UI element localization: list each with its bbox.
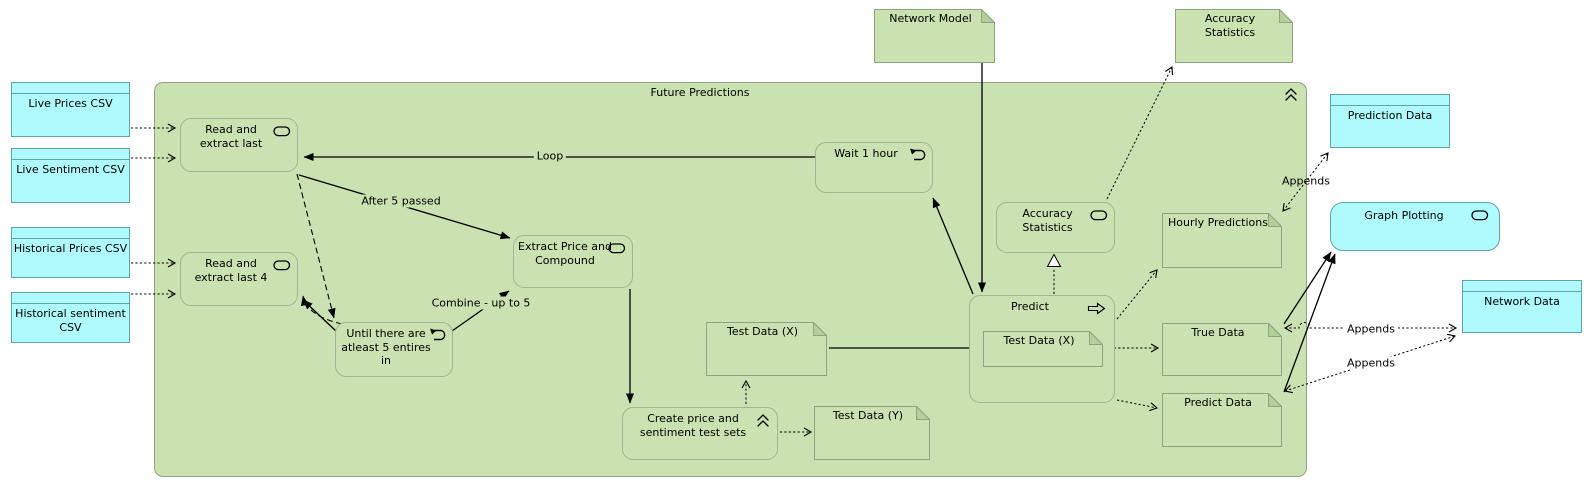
process-label: Extract Price and Compound (518, 240, 612, 267)
oval-icon (273, 126, 291, 137)
object-strip (12, 149, 129, 160)
note-label: Test Data (X) (1003, 334, 1075, 347)
object-strip (12, 228, 129, 239)
object-prediction-data[interactable]: Prediction Data (1330, 94, 1450, 148)
note-shape (983, 331, 1103, 367)
process-graph-plotting[interactable]: Graph Plotting (1330, 202, 1500, 251)
oval-icon (1471, 210, 1489, 221)
loop-arrow-icon (430, 328, 446, 341)
note-accuracy-statistics[interactable]: Accuracy Statistics (1175, 9, 1293, 63)
process-accuracy-statistics[interactable]: Accuracy Statistics (996, 202, 1115, 253)
object-strip (1331, 95, 1449, 106)
process-wait-1-hour[interactable]: Wait 1 hour (815, 142, 933, 193)
object-label: Live Prices CSV (28, 97, 113, 110)
edge-label-loop: Loop (533, 149, 567, 163)
edge-label-appends-predict: Appends (1344, 356, 1398, 370)
process-until-atleast-5[interactable]: Until there are atleast 5 entires in (335, 322, 453, 377)
note-test-data-x[interactable]: Test Data (X) (706, 322, 827, 376)
edge-label-after-5-passed: After 5 passed (358, 194, 444, 208)
note-label: Accuracy Statistics (1204, 12, 1256, 39)
note-shape (814, 406, 930, 460)
note-true-data[interactable]: True Data (1162, 323, 1282, 376)
note-label: True Data (1191, 326, 1245, 339)
process-label: Accuracy Statistics (1022, 207, 1073, 234)
note-shape (1162, 393, 1282, 447)
double-chevron-up-icon (757, 414, 769, 427)
note-shape (706, 322, 827, 376)
process-arrow-icon (1087, 302, 1106, 315)
note-label: Network Model (889, 12, 972, 25)
note-shape (1162, 323, 1282, 376)
object-strip (12, 83, 129, 94)
object-strip (12, 293, 129, 304)
note-network-model[interactable]: Network Model (874, 9, 995, 63)
process-label: Create price and sentiment test sets (639, 412, 747, 439)
object-label: Historical sentiment CSV (15, 307, 126, 334)
process-read-extract-last-4[interactable]: Read and extract last 4 (180, 252, 298, 306)
object-historical-prices-csv[interactable]: Historical Prices CSV (11, 227, 130, 278)
process-create-test-sets[interactable]: Create price and sentiment test sets (622, 407, 778, 460)
process-read-extract-last[interactable]: Read and extract last (180, 118, 298, 172)
object-label: Historical Prices CSV (13, 242, 128, 255)
note-shape (1175, 9, 1293, 63)
note-label: Test Data (X) (726, 325, 799, 338)
loop-arrow-icon (910, 148, 926, 161)
oval-icon (1090, 210, 1108, 221)
note-test-data-y[interactable]: Test Data (Y) (814, 406, 930, 460)
oval-icon (608, 243, 626, 254)
edge-label-appends-prediction: Appends (1282, 174, 1330, 188)
process-extract-price-compound[interactable]: Extract Price and Compound (513, 235, 633, 288)
note-test-data-x-inner[interactable]: Test Data (X) (983, 331, 1103, 367)
object-label: Live Sentiment CSV (16, 163, 125, 176)
object-historical-sentiment-csv[interactable]: Historical sentiment CSV (11, 292, 130, 343)
group-title: Future Predictions (650, 86, 750, 99)
object-strip (1463, 281, 1581, 292)
note-label: Hourly Predictions (1168, 216, 1268, 229)
oval-icon (273, 260, 291, 271)
process-label: Predict (1011, 300, 1049, 313)
edge-label-combine: Combine - up to 5 (428, 296, 534, 310)
note-label: Test Data (Y) (832, 409, 904, 422)
note-shape (874, 9, 995, 63)
process-label: Until there are atleast 5 entires in (341, 327, 431, 367)
object-network-data[interactable]: Network Data (1462, 280, 1582, 333)
object-live-prices-csv[interactable]: Live Prices CSV (11, 82, 130, 137)
process-label: Wait 1 hour (834, 147, 898, 160)
note-shape (1162, 213, 1282, 268)
object-label: Prediction Data (1347, 109, 1433, 122)
note-predict-data[interactable]: Predict Data (1162, 393, 1282, 447)
note-hourly-predictions[interactable]: Hourly Predictions (1162, 213, 1282, 268)
process-label: Read and extract last (199, 123, 263, 150)
edge-label-appends-true: Appends (1344, 322, 1398, 336)
process-label: Read and extract last 4 (194, 257, 268, 284)
double-chevron-up-icon (1285, 88, 1297, 101)
note-label: Predict Data (1184, 396, 1252, 409)
object-live-sentiment-csv[interactable]: Live Sentiment CSV (11, 148, 130, 203)
object-label: Network Data (1484, 295, 1560, 308)
process-label: Graph Plotting (1364, 209, 1444, 222)
